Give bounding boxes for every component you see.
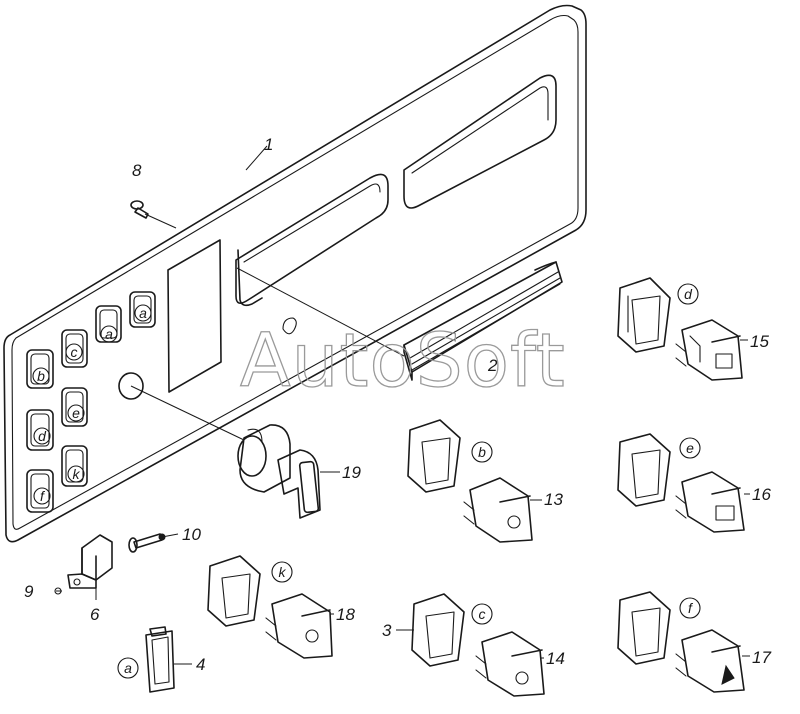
switch-assembly-13 bbox=[407, 419, 533, 543]
trim-bar bbox=[403, 261, 563, 381]
key-label-e: e bbox=[72, 405, 80, 421]
switch-letter-k: k bbox=[279, 564, 287, 580]
callout-2: 2 bbox=[487, 356, 498, 375]
switch-assembly-15 bbox=[617, 277, 743, 381]
key-label-a2: a bbox=[105, 326, 113, 342]
leader-lines bbox=[56, 145, 750, 665]
callout-8: 8 bbox=[132, 161, 142, 180]
key-label-a1: a bbox=[139, 305, 147, 321]
callout-13: 13 bbox=[544, 490, 563, 509]
ignition-hole bbox=[118, 372, 144, 400]
switch-letter-a: a bbox=[124, 660, 132, 676]
screw bbox=[130, 200, 149, 219]
bracket bbox=[67, 534, 113, 589]
switch-letter-e: e bbox=[686, 440, 694, 456]
instrument-panel bbox=[3, 4, 587, 543]
switch-letter-b: b bbox=[478, 444, 486, 460]
callout-1: 1 bbox=[264, 135, 273, 154]
callout-9: 9 bbox=[24, 582, 34, 601]
key-label-f: f bbox=[40, 488, 46, 504]
bolt bbox=[128, 533, 166, 553]
callout-17: 17 bbox=[752, 648, 771, 667]
panel-switch-keys: a a c b e d k f bbox=[26, 291, 156, 513]
switch-letter-c: c bbox=[479, 606, 486, 622]
blank-plug bbox=[145, 626, 175, 693]
switch-letter-f: f bbox=[688, 600, 694, 616]
ignition-switch bbox=[237, 424, 321, 519]
callout-14: 14 bbox=[546, 649, 565, 668]
callout-6: 6 bbox=[90, 605, 100, 624]
switch-assembly-18 bbox=[207, 555, 333, 659]
callout-numbers: 1 2 3 4 6 8 9 10 13 14 15 16 17 18 19 bbox=[24, 135, 771, 674]
switch-assembly-17 bbox=[617, 591, 745, 693]
key-label-k: k bbox=[73, 466, 81, 482]
callout-19: 19 bbox=[342, 463, 361, 482]
watermark: AutoSoft bbox=[240, 318, 566, 404]
callout-3: 3 bbox=[382, 621, 392, 640]
callout-15: 15 bbox=[750, 332, 769, 351]
switch-assembly-16 bbox=[617, 433, 745, 533]
switch-letter-d: d bbox=[684, 286, 693, 302]
callout-18: 18 bbox=[336, 605, 355, 624]
callout-16: 16 bbox=[752, 485, 771, 504]
switch-letter-markers: d b e k c f a bbox=[117, 283, 701, 679]
callout-10: 10 bbox=[182, 525, 201, 544]
key-label-c: c bbox=[71, 344, 78, 360]
key-label-b: b bbox=[37, 368, 45, 384]
switch-assembly-14 bbox=[411, 593, 545, 697]
callout-4: 4 bbox=[196, 655, 205, 674]
key-label-d: d bbox=[38, 428, 47, 444]
